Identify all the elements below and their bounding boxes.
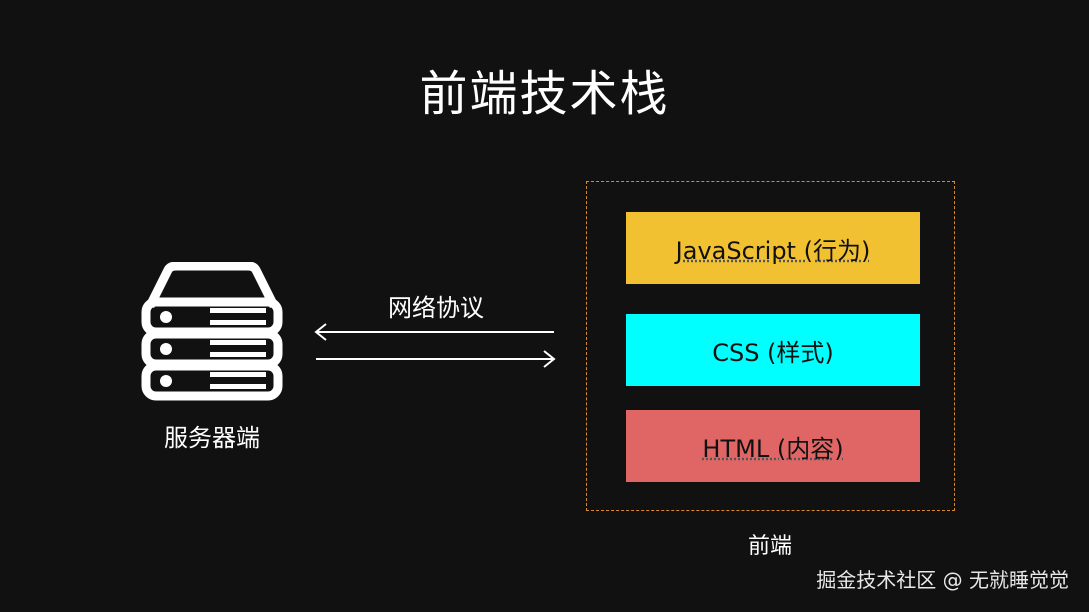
layer-html: HTML (内容): [626, 410, 920, 482]
layer-javascript-label: JavaScript (行为): [675, 236, 871, 265]
server-label: 服务器端: [164, 424, 260, 452]
layer-css: CSS (样式): [626, 314, 920, 386]
arrow-right: [316, 350, 556, 368]
protocol-label: 网络协议: [388, 294, 484, 322]
page-title: 前端技术栈: [419, 66, 670, 122]
bidirectional-arrows: [314, 323, 556, 368]
server-icon: [141, 262, 283, 401]
layer-javascript: JavaScript (行为): [626, 212, 920, 284]
frontend-label: 前端: [747, 534, 792, 559]
layer-html-label: HTML (内容): [702, 434, 844, 463]
layer-css-label: CSS (样式): [712, 338, 834, 367]
frontend-container: [586, 181, 955, 511]
watermark: 掘金技术社区 @ 无就睡觉觉: [816, 568, 1069, 592]
arrow-left: [314, 323, 554, 341]
